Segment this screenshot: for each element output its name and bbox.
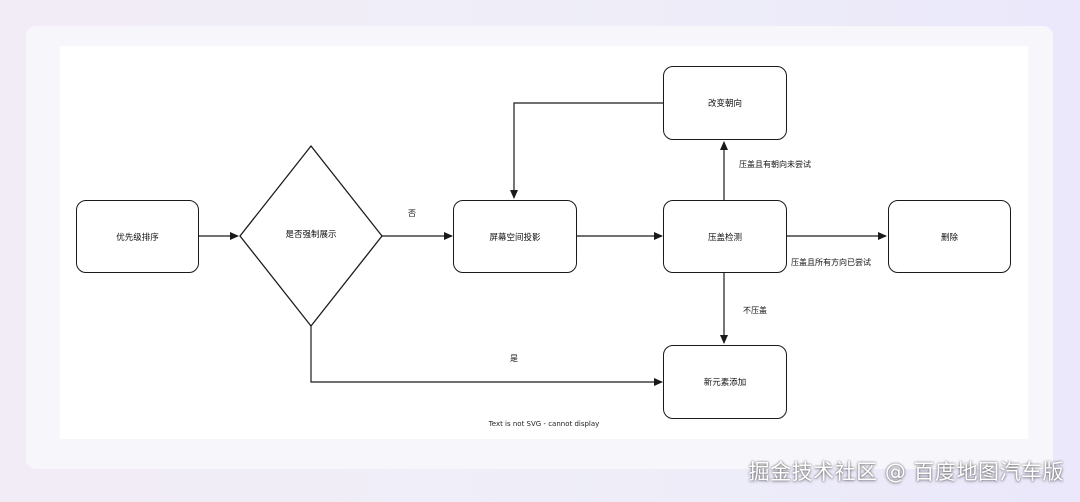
edge-decision-to-add: [310, 326, 663, 386]
edge-label-yes: 是: [510, 354, 518, 363]
node-screen-projection: 屏幕空间投影: [453, 200, 577, 273]
edge-label-overlap-untried: 压盖且有朝向未尝试: [739, 160, 811, 169]
node-change-orientation-label: 改变朝向: [707, 99, 742, 109]
node-priority-sort: 优先级排序: [76, 200, 199, 273]
node-add-new-element-label: 新元素添加: [703, 378, 747, 388]
edge-label-no-overlap: 不压盖: [743, 306, 767, 315]
svg-fallback-note: Text is not SVG - cannot display: [488, 420, 600, 428]
node-screen-projection-label: 屏幕空间投影: [489, 232, 541, 243]
node-add-new-element: 新元素添加: [663, 345, 787, 419]
edge-change-to-projection: [510, 102, 663, 199]
node-force-display-label: 是否强制展示: [285, 230, 337, 240]
edge-label-overlap-all-tried: 压盖且所有方向已尝试: [791, 258, 871, 267]
node-overlap-check: 压盖检测: [663, 200, 787, 273]
watermark: 掘金技术社区 @ 百度地图汽车版: [748, 460, 1064, 484]
edge-label-no: 否: [408, 209, 416, 218]
node-delete-label: 删除: [940, 232, 958, 243]
node-priority-sort-label: 优先级排序: [116, 232, 159, 243]
node-delete: 删除: [888, 200, 1011, 273]
node-overlap-check-label: 压盖检测: [707, 232, 742, 243]
node-change-orientation: 改变朝向: [663, 66, 787, 140]
